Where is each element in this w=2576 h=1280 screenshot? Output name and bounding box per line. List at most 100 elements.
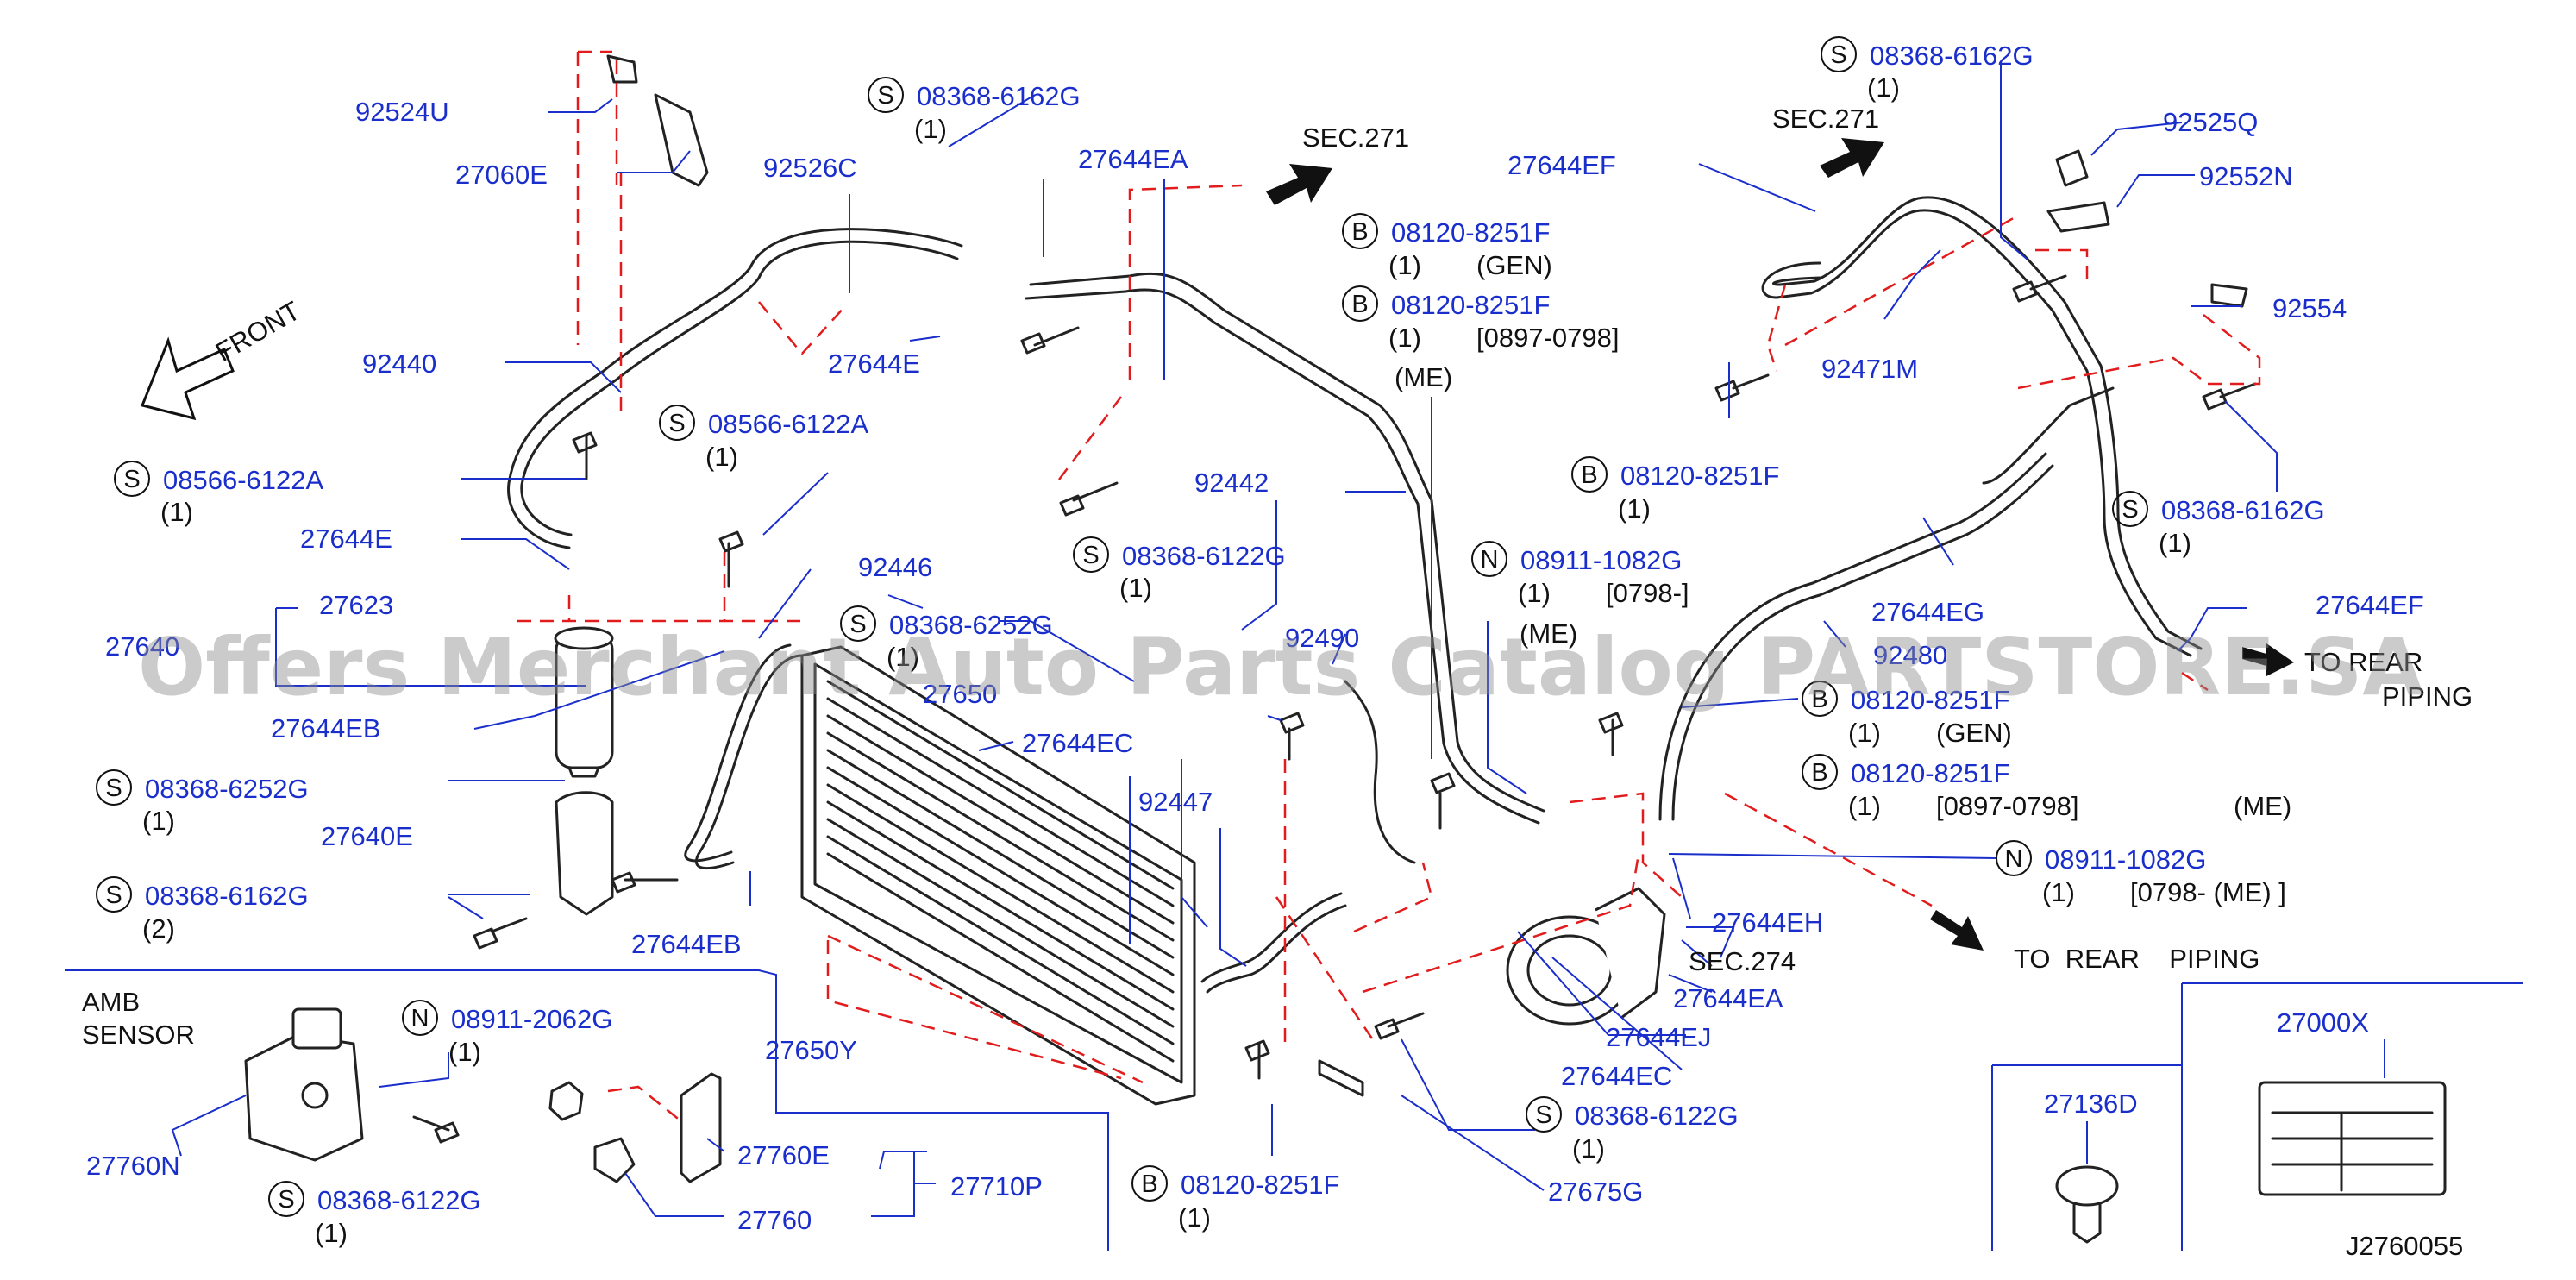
label-27000x bbox=[2258, 1081, 2447, 1196]
svg-text:08120-8251F: 08120-8251F bbox=[1391, 290, 1550, 320]
label-92447: 92447 bbox=[1138, 787, 1213, 817]
svg-text:08566-6122A: 08566-6122A bbox=[163, 465, 323, 495]
bracket-27060e bbox=[654, 93, 709, 187]
sensor-label: SENSOR bbox=[82, 1020, 195, 1050]
callout-s08368-6122g-a: S 08368-6122G (1) bbox=[1073, 536, 1286, 603]
svg-text:08120-8251F: 08120-8251F bbox=[1181, 1170, 1339, 1200]
leader-lines bbox=[171, 65, 2385, 1217]
fastener-callouts: S 08368-6162G (1) S 08368-6162G (1) S 08… bbox=[96, 36, 2325, 1248]
label-27650y: 27650Y bbox=[765, 1035, 857, 1065]
callout-n08911-1082g-b: N 08911-1082G (1) [0798- (ME) ] bbox=[1996, 840, 2286, 907]
svg-text:(1): (1) bbox=[1178, 1202, 1211, 1233]
label-92490: 92490 bbox=[1285, 623, 1359, 653]
diagram-id: J2760055 bbox=[2346, 1231, 2463, 1261]
label-92440: 92440 bbox=[362, 348, 436, 379]
label-92526c: 92526C bbox=[763, 153, 857, 183]
label-92554: 92554 bbox=[2272, 293, 2347, 323]
svg-text:S: S bbox=[2122, 496, 2138, 524]
label-27760n: 27760N bbox=[86, 1151, 180, 1181]
svg-text:(1): (1) bbox=[160, 497, 193, 527]
svg-text:08368-6252G: 08368-6252G bbox=[889, 610, 1053, 640]
svg-text:08368-6122G: 08368-6122G bbox=[1122, 541, 1286, 571]
svg-text:S: S bbox=[877, 82, 893, 110]
svg-text:B: B bbox=[1811, 759, 1827, 787]
svg-text:08368-6252G: 08368-6252G bbox=[145, 774, 309, 804]
svg-text:S: S bbox=[278, 1186, 294, 1214]
sec274-label: SEC.274 bbox=[1689, 946, 1796, 976]
callout-b08120-8251f-c: B 08120-8251F (1) bbox=[1571, 456, 1779, 524]
svg-text:(1): (1) bbox=[2042, 877, 2075, 907]
clip-92554 bbox=[2210, 283, 2248, 308]
label-27760e: 27760E bbox=[737, 1140, 830, 1170]
svg-text:(1): (1) bbox=[142, 806, 175, 836]
callout-s08368-6162g-b: S 08368-6162G (1) bbox=[1821, 36, 2034, 103]
svg-text:[0897-0798]: [0897-0798] bbox=[1936, 791, 2078, 821]
svg-text:(1): (1) bbox=[1848, 718, 1881, 748]
svg-text:08911-1082G: 08911-1082G bbox=[1520, 545, 1682, 575]
svg-text:(1): (1) bbox=[1867, 72, 1900, 103]
to-rear-label: TO REAR bbox=[2304, 647, 2422, 677]
svg-text:(1): (1) bbox=[2159, 528, 2191, 558]
callout-s08566-6122a-b: S 08566-6122A (1) bbox=[659, 405, 868, 472]
watermark-text: Offers Merchant Auto Parts Catalog PARTS… bbox=[138, 621, 2424, 713]
label-27640e: 27640E bbox=[321, 821, 413, 851]
sec271-right-label: SEC.271 bbox=[1772, 104, 1879, 134]
svg-text:(1): (1) bbox=[1119, 573, 1152, 603]
svg-text:08368-6162G: 08368-6162G bbox=[2161, 495, 2325, 525]
label-27644ea-b: 27644EA bbox=[1673, 983, 1783, 1013]
svg-text:(1): (1) bbox=[1518, 578, 1551, 608]
svg-text:08368-6162G: 08368-6162G bbox=[917, 81, 1081, 111]
svg-text:08911-2062G: 08911-2062G bbox=[451, 1004, 612, 1034]
svg-text:08120-8251F: 08120-8251F bbox=[1851, 758, 2009, 788]
part-labels: 92524U 27060E 92526C 92440 27644E 27644E… bbox=[86, 97, 2424, 1235]
svg-text:(1): (1) bbox=[448, 1037, 481, 1067]
label-27623: 27623 bbox=[319, 590, 393, 620]
label-92471m: 92471M bbox=[1821, 354, 1918, 384]
label-27000x: 27000X bbox=[2277, 1007, 2369, 1038]
svg-text:N: N bbox=[2005, 845, 2023, 873]
alignment-lines bbox=[517, 50, 2261, 1122]
label-92480: 92480 bbox=[1873, 640, 1947, 670]
svg-text:08566-6122A: 08566-6122A bbox=[708, 409, 868, 439]
bracket-27675g bbox=[1318, 1059, 1364, 1097]
label-27644ej: 27644EJ bbox=[1606, 1022, 1711, 1052]
svg-text:B: B bbox=[1351, 291, 1368, 318]
compressor bbox=[1506, 887, 1666, 1026]
piping-label: PIPING bbox=[2382, 681, 2473, 712]
callout-s08368-6162g-c: S 08368-6162G (1) bbox=[2112, 491, 2325, 558]
svg-text:S: S bbox=[105, 882, 122, 909]
label-27650: 27650 bbox=[923, 679, 997, 709]
label-27644ec-a: 27644EC bbox=[1022, 728, 1133, 758]
to-rear-arrow-1-icon bbox=[2242, 643, 2294, 676]
label-27640: 27640 bbox=[105, 631, 179, 662]
label-27644eb-a: 27644EB bbox=[271, 713, 381, 744]
amb-label: AMB bbox=[82, 987, 140, 1017]
svg-text:08120-8251F: 08120-8251F bbox=[1391, 217, 1550, 248]
svg-text:08368-6162G: 08368-6162G bbox=[1870, 41, 2034, 71]
clip-27136d bbox=[2055, 1165, 2119, 1244]
sec271-label: SEC.271 bbox=[1302, 122, 1409, 153]
svg-text:B: B bbox=[1581, 461, 1597, 489]
label-27644e-a: 27644E bbox=[300, 524, 392, 554]
callout-b08120-8251f-b: B 08120-8251F (1) [0897-0798] (ME) bbox=[1342, 285, 1619, 392]
svg-text:S: S bbox=[849, 611, 866, 638]
label-27644ef-b: 27644EF bbox=[2316, 590, 2424, 620]
svg-text:B: B bbox=[1351, 218, 1368, 246]
callout-s08368-6162g-d: S 08368-6162G (2) bbox=[96, 876, 309, 944]
panel-frames bbox=[65, 969, 2523, 1251]
svg-text:(1): (1) bbox=[705, 442, 738, 472]
label-92446: 92446 bbox=[858, 552, 932, 582]
callout-s08368-6252g-b: S 08368-6252G (1) bbox=[96, 769, 309, 836]
callout-s08566-6122a-a: S 08566-6122A (1) bbox=[114, 461, 323, 527]
callout-b08120-8251f-f: B 08120-8251F (1) bbox=[1131, 1165, 1339, 1233]
svg-text:S: S bbox=[105, 775, 122, 802]
label-27644ef-a: 27644EF bbox=[1507, 150, 1616, 180]
bracket-92552n bbox=[2046, 201, 2110, 233]
bolts bbox=[412, 274, 2257, 1144]
label-92525q: 92525Q bbox=[2163, 107, 2258, 137]
svg-text:08368-6122G: 08368-6122G bbox=[1575, 1101, 1739, 1131]
sec271-arrow-icon bbox=[1266, 164, 1332, 205]
callout-s08368-6162g-a: S 08368-6162G (1) bbox=[868, 77, 1081, 144]
clip-92525q bbox=[2055, 149, 2089, 187]
